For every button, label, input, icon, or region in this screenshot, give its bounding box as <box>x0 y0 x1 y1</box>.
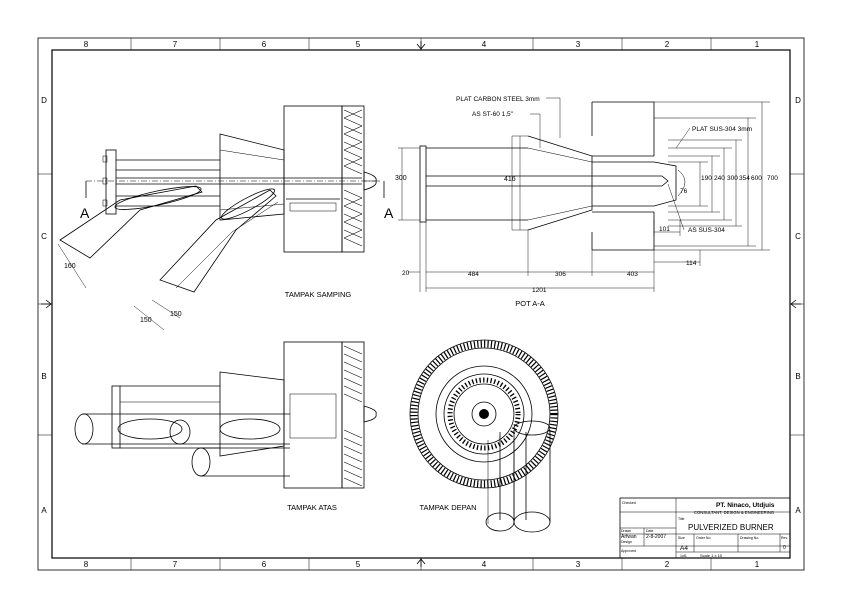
zone-col-top: 3 <box>576 40 581 49</box>
sheet-number: 1of1 <box>680 554 687 558</box>
zone-row-left: A <box>41 506 47 515</box>
zone-col-top: 5 <box>356 40 361 49</box>
dim-label: 1201 <box>532 287 547 294</box>
zone-col-bottom: 8 <box>84 560 89 569</box>
label-drawn: Drawn <box>621 529 631 533</box>
label-checked: Checked <box>622 501 636 505</box>
zone-col-bottom: 2 <box>665 560 670 569</box>
revision: 0 <box>783 545 786 551</box>
dim-label: 300 <box>395 175 407 182</box>
front-view: TAMPAK DEPAN <box>409 339 559 533</box>
drawn-by: Arfwan <box>621 534 637 540</box>
label-order: Order No. <box>696 536 711 540</box>
dim-label: 160 <box>64 263 76 270</box>
callout-shaft: AS ST-60 1,5" <box>472 111 514 118</box>
label-design: Design <box>621 540 632 544</box>
zone-col-bottom: 5 <box>356 560 361 569</box>
label-size: Size <box>678 536 685 540</box>
drawing-frame <box>37 37 805 571</box>
title-block: Checked PT. Ninaco, Utdjuis CONSULTANT, … <box>619 497 791 559</box>
zone-col-top: 8 <box>84 40 89 49</box>
dim-label: 484 <box>468 271 479 278</box>
zone-col-top: 1 <box>755 40 760 49</box>
label-rev: Rev. <box>781 536 788 540</box>
zone-col-top: 6 <box>262 40 267 49</box>
section-mark-right: A <box>384 205 394 221</box>
dim-label: 20 <box>402 270 410 277</box>
zone-col-bottom: 3 <box>576 560 581 569</box>
label-title: Title <box>678 517 685 521</box>
section-mark-left: A <box>80 205 90 221</box>
callout-plate-carbon: PLAT CARBON STEEL 3mm <box>456 96 540 103</box>
label-front-view: TAMPAK DEPAN <box>419 503 476 512</box>
dim-diameter: 600 <box>751 175 762 182</box>
label-date: Date <box>646 529 653 533</box>
zone-col-bottom: 1 <box>755 560 760 569</box>
drawing-date: 2-8-2007 <box>646 534 666 540</box>
dim-diameter: 700 <box>767 175 778 182</box>
label-side-view: TAMPAK SAMPING <box>285 290 352 299</box>
zone-col-top: 2 <box>665 40 670 49</box>
swirler-ring <box>410 340 558 488</box>
zone-row-right: D <box>795 96 801 105</box>
drawing-scale: Scale 1 x 10 <box>700 553 723 558</box>
sheet-size: A4 <box>680 545 688 552</box>
dim-diameter: 240 <box>714 175 725 182</box>
dim-label: 76 <box>680 188 688 195</box>
zone-row-left: C <box>41 232 47 241</box>
label-section-view: POT A-A <box>515 299 544 308</box>
zone-row-right: A <box>795 506 801 515</box>
label-approved: Approved <box>621 549 636 553</box>
dim-label: 101 <box>659 226 670 233</box>
company-name: PT. Ninaco, Utdjuis <box>716 502 775 509</box>
label-top-view: TAMPAK ATAS <box>287 503 337 512</box>
dim-label: 306 <box>555 271 566 278</box>
zone-col-bottom: 7 <box>173 560 178 569</box>
dim-label: 150 <box>170 311 182 318</box>
callout-plate-sus: PLAT SUS-304 3mm <box>692 126 752 133</box>
zone-col-bottom: 6 <box>262 560 267 569</box>
zone-col-top: 4 <box>482 40 487 49</box>
dim-label: 403 <box>627 271 638 278</box>
zone-row-right: B <box>795 372 800 381</box>
dim-label: 114 <box>686 260 697 267</box>
zone-col-bottom: 4 <box>482 560 487 569</box>
dim-diameter: 354 <box>739 175 750 182</box>
drawing-title: PULVERIZED BURNER <box>688 523 774 532</box>
center-mark-left <box>41 299 52 309</box>
zone-col-top: 7 <box>173 40 178 49</box>
label-drawing-no: Drawing No. <box>740 536 759 540</box>
center-mark-bottom <box>416 558 426 567</box>
dim-label: 150 <box>140 317 152 324</box>
callout-as-sus: AS SUS-304 <box>688 227 725 234</box>
section-view: 190 240 300 354 600 700 76 300 416 101 1… <box>395 96 778 308</box>
dim-diameter: 300 <box>727 175 738 182</box>
side-view: 160 150 150 A A TAMPAK SAMPING <box>57 105 394 331</box>
center-mark-top <box>416 41 426 50</box>
zone-row-right: C <box>795 232 801 241</box>
zone-row-left: B <box>41 372 46 381</box>
center-mark-right <box>790 299 801 309</box>
top-view: TAMPAK ATAS <box>74 341 377 512</box>
dim-label: 416 <box>504 176 516 183</box>
company-subtitle: CONSULTANT, DESIGN & ENGINEERING <box>694 510 774 515</box>
zone-row-left: D <box>41 96 47 105</box>
dim-diameter: 190 <box>701 175 712 182</box>
